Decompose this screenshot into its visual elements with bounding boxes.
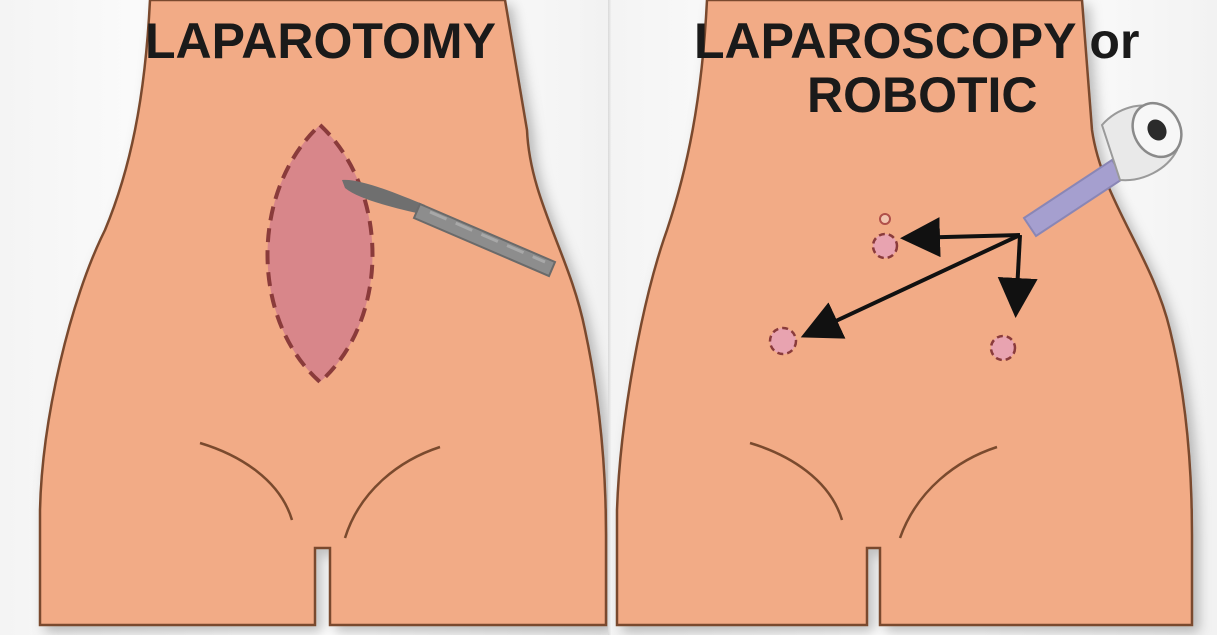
port-left — [770, 328, 796, 354]
title-laparoscopy-line1: LAPAROSCOPY or — [694, 14, 1139, 68]
port-small — [880, 214, 890, 224]
port-right — [991, 336, 1015, 360]
panel-laparotomy: LAPAROTOMY — [0, 0, 608, 635]
title-laparotomy: LAPAROTOMY — [145, 14, 496, 68]
laparotomy-illustration — [0, 0, 608, 635]
port-upper — [873, 234, 897, 258]
title-laparoscopy-line2: ROBOTIC — [807, 68, 1038, 122]
panel-laparoscopy: LAPAROSCOPY or ROBOTIC — [612, 0, 1217, 635]
